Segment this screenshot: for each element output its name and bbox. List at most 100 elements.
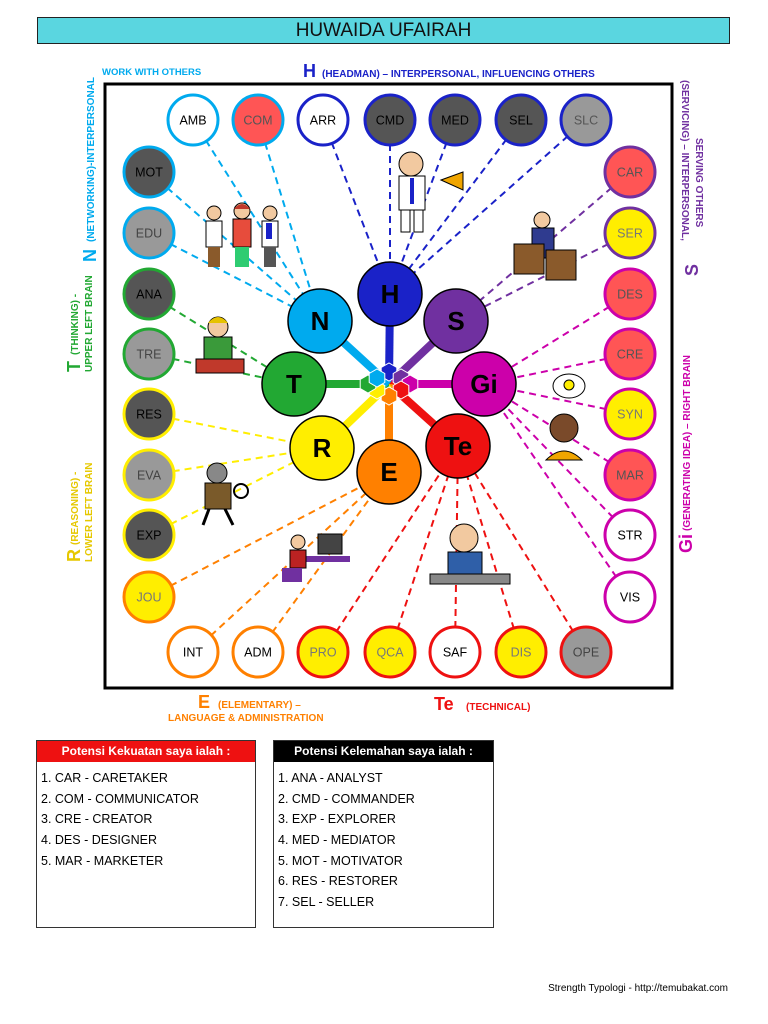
weaknesses-table: Potensi Kelemahan saya ialah : 1. ANA - …	[273, 740, 494, 928]
node-dis-circle	[494, 625, 548, 679]
node-ana-label: ANA	[136, 288, 162, 302]
h-letter: H	[303, 61, 316, 81]
node-syn-label: SYN	[617, 408, 643, 422]
h-description: (HEADMAN) – INTERPERSONAL, INFLUENCING O…	[322, 69, 595, 80]
connector-ope-te	[457, 445, 587, 653]
node-qca-circle	[363, 625, 417, 679]
strength-item: 2. COM - COMMUNICATOR	[41, 791, 199, 806]
hub-h-label: H	[381, 279, 400, 309]
node-ser-circle	[603, 206, 657, 260]
node-mot-label: MOT	[135, 166, 163, 180]
node-mar-circle	[603, 448, 657, 502]
node-ope-label: OPE	[573, 646, 599, 660]
porter-luggage-illustration	[513, 211, 577, 281]
hub-s-circle	[423, 288, 489, 354]
people-group-illustration	[205, 202, 279, 267]
strength-item: 3. CRE - CREATOR	[41, 812, 153, 827]
node-med-circle	[428, 93, 482, 147]
work-with-others-label: WORK WITH OTHERS	[102, 67, 201, 78]
node-str-circle	[603, 508, 657, 562]
t-brain-label: UPPER LEFT BRAIN	[84, 275, 95, 372]
hub-e-label: E	[380, 457, 397, 487]
weakness-item: 1. ANA - ANALYST	[278, 771, 383, 785]
node-syn-circle	[603, 387, 657, 441]
hub-e-circle	[356, 439, 422, 505]
connector-amb-n	[192, 119, 321, 322]
thinker-reading-illustration	[195, 316, 245, 374]
node-str-label: STR	[618, 529, 643, 543]
hub-s-label: S	[447, 306, 464, 336]
node-sel-label: SEL	[509, 114, 533, 128]
node-jou-label: JOU	[137, 591, 162, 605]
center-hexagons	[359, 362, 419, 406]
node-res-label: RES	[136, 408, 162, 422]
node-edu-label: EDU	[136, 227, 162, 241]
strength-item: 4. DES - DESIGNER	[41, 833, 157, 848]
node-ope-circle	[559, 625, 613, 679]
e-letter: E	[198, 692, 210, 712]
strength-item: 1. CAR - CARETAKER	[41, 771, 168, 785]
node-qca-label: QCA	[376, 646, 404, 660]
r-brain-label: LOWER LEFT BRAIN	[84, 463, 95, 562]
connector-jou-e	[148, 471, 390, 598]
technician-repair-illustration	[429, 523, 511, 585]
connector-slc-h	[389, 119, 587, 295]
node-ser-label: SER	[617, 227, 643, 241]
node-pro-label: PRO	[309, 646, 336, 660]
node-arr-circle	[296, 93, 350, 147]
strengths-table: Potensi Kekuatan saya ialah : 1. CAR - C…	[36, 740, 256, 928]
speaker-megaphone-illustration	[398, 151, 464, 233]
node-jou-circle	[122, 570, 176, 624]
node-cmd-circle	[363, 93, 417, 147]
node-mar-label: MAR	[616, 469, 644, 483]
footer-credit: Strength Typologi - http://temubakat.com	[548, 983, 728, 994]
hub-te-circle	[425, 413, 491, 479]
node-ana-circle	[122, 267, 176, 321]
node-pro-circle	[296, 625, 350, 679]
weakness-item: 6. RES - RESTORER	[278, 874, 398, 889]
node-cre-label: CRE	[617, 348, 643, 362]
connector-qca-te	[389, 445, 459, 653]
node-exp-circle	[122, 508, 176, 562]
node-tre-label: TRE	[137, 348, 162, 362]
weakness-item: 2. CMD - COMMANDER	[278, 791, 415, 806]
node-eva-circle	[122, 448, 176, 502]
e-language-label: LANGUAGE & ADMINISTRATION	[168, 713, 324, 724]
node-com-circle	[231, 93, 285, 147]
connector-des-gi	[483, 293, 631, 385]
e-description: (ELEMENTARY) –	[218, 700, 301, 711]
hub-t-label: T	[286, 369, 302, 399]
diagram-frame	[103, 82, 674, 690]
hub-te-label: Te	[444, 431, 472, 461]
hub-r-circle	[289, 415, 355, 481]
r-letter: R	[64, 549, 84, 562]
node-int-circle	[166, 625, 220, 679]
hub-h-circle	[357, 261, 423, 327]
computer-desk-illustration	[282, 533, 350, 582]
node-saf-label: SAF	[443, 646, 468, 660]
node-com-label: COM	[243, 114, 272, 128]
s-serving-label: SERVING OTHERS	[693, 138, 704, 228]
n-letter: N	[80, 249, 100, 262]
node-res-circle	[122, 387, 176, 441]
hub-r-label: R	[313, 433, 332, 463]
node-adm-label: ADM	[244, 646, 272, 660]
node-adm-circle	[231, 625, 285, 679]
node-des-circle	[603, 267, 657, 321]
hub-n-label: N	[311, 306, 330, 336]
node-mot-circle	[122, 145, 176, 199]
s-description: (SERVICING) – INTERPERSONAL,	[679, 80, 690, 241]
hub-t-circle	[261, 351, 327, 417]
hub-n-circle	[287, 288, 353, 354]
center-hexagon	[368, 368, 386, 388]
weakness-item: 5. MOT - MOTIVATOR	[278, 853, 403, 868]
hub-gi-circle	[451, 351, 517, 417]
strengths-header: Potensi Kekuatan saya ialah :	[37, 741, 255, 762]
node-sel-circle	[494, 93, 548, 147]
node-car-label: CAR	[617, 166, 643, 180]
strength-item: 5. MAR - MARKETER	[41, 853, 164, 868]
node-med-label: MED	[441, 114, 469, 128]
node-des-label: DES	[617, 288, 643, 302]
